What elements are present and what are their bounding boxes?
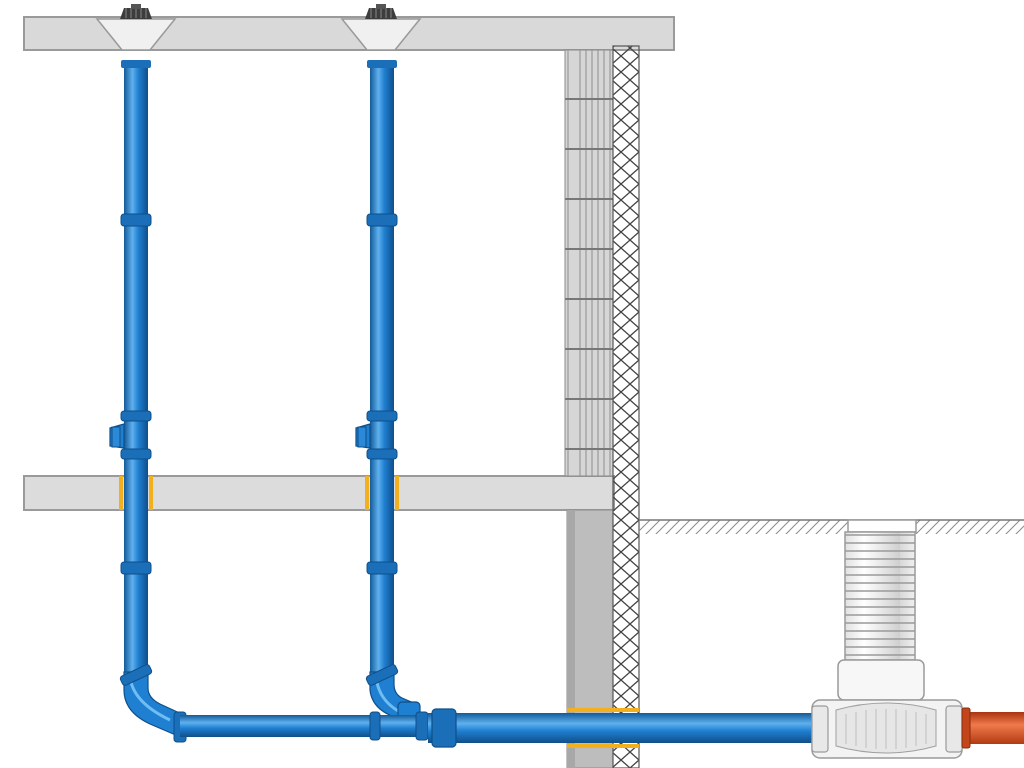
- downpipe-1: [109, 60, 153, 680]
- floor-seal-ring: [119, 476, 123, 510]
- roof-drain-2: [340, 4, 422, 51]
- wall-penetration-seal: [567, 708, 639, 748]
- ground-surface: [639, 520, 1024, 534]
- downpipe-2: [355, 60, 399, 680]
- insulation-layer: [612, 45, 640, 768]
- sewer-pipe: [961, 707, 1024, 749]
- floor-seal-ring: [365, 476, 369, 510]
- masonry-wall: [564, 49, 614, 477]
- elbow-fitting-1: [119, 664, 187, 743]
- corrugated-shaft: [844, 531, 916, 661]
- collector-pipe: [180, 708, 818, 748]
- inspection-chamber: [811, 519, 963, 759]
- floor-slab: [23, 475, 615, 511]
- roof-drain-1: [95, 4, 177, 51]
